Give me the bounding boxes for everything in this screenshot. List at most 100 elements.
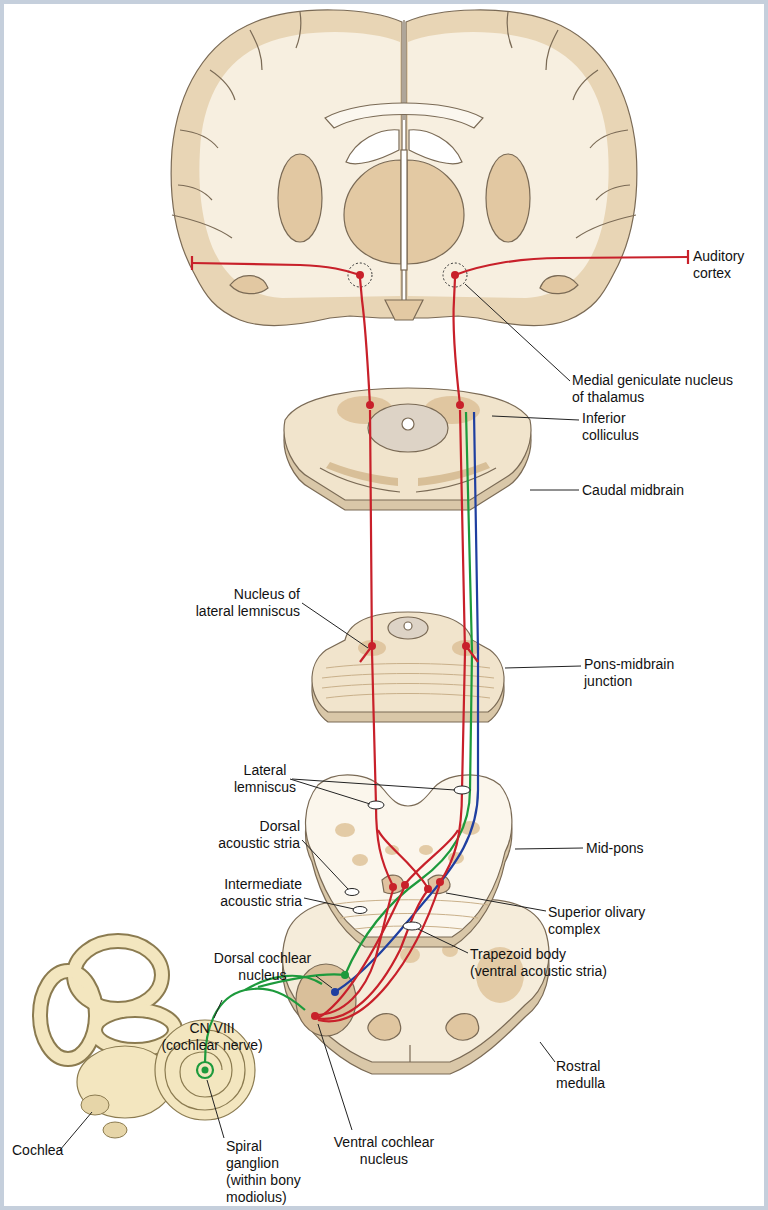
coronal-brain-section — [486, 154, 530, 242]
neuron-cell-body — [331, 988, 339, 996]
coronal-brain-section — [172, 215, 232, 238]
dorsal-stria-pathway — [335, 412, 478, 992]
structure-label: Superior olivary complex — [548, 904, 658, 938]
coronal-brain-section — [385, 300, 423, 320]
pons-midbrain-slice — [322, 664, 494, 699]
dorsal-stria-pathway — [335, 412, 478, 992]
structure-label: Dorsal cochlear nucleus — [210, 950, 315, 984]
mid-pons-slice — [352, 854, 368, 866]
coronal-brain-section — [278, 154, 322, 242]
coronal-brain-section — [346, 130, 399, 164]
leader-line — [304, 898, 354, 909]
neuron-cell-body — [311, 1012, 319, 1020]
auditory-nerve-pathway — [197, 412, 472, 1078]
neuron-cell-body — [436, 878, 444, 886]
caudal-midbrain-slice — [284, 388, 531, 500]
caudal-midbrain-slice — [402, 418, 414, 430]
structure-label: CN VIII (cochlear nerve) — [160, 1020, 264, 1054]
leader-line — [515, 848, 583, 849]
leader-line — [505, 666, 581, 668]
cochlea-illustration — [40, 941, 175, 1059]
structure-label: Intermediate acoustic stria — [210, 876, 302, 910]
leader-line — [302, 840, 348, 889]
leader-line — [60, 284, 583, 1150]
structure-label: Mid-pons — [586, 840, 676, 857]
neuron-cell-body — [202, 1067, 209, 1074]
caudal-midbrain-slice — [368, 404, 448, 452]
coronal-brain-section — [325, 103, 483, 128]
mid-pons-slice — [335, 823, 355, 837]
lemniscal-pathway — [192, 263, 360, 275]
lemniscal-pathway — [360, 278, 370, 405]
structure-label: Pons-midbrain junction — [584, 656, 684, 690]
lemniscal-pathway — [455, 257, 688, 275]
structure-label: Cochlea — [12, 1142, 72, 1159]
lemniscal-pathway — [440, 410, 465, 882]
pons-midbrain-slice — [312, 612, 504, 722]
coronal-brain-section — [540, 276, 578, 294]
neuron-cell-body — [456, 401, 464, 409]
neuron-cell-body — [462, 642, 470, 650]
structure-label: Nucleus of lateral lemniscus — [194, 586, 300, 620]
caudal-midbrain-slice — [418, 462, 490, 486]
structure-label: Medial geniculate nucleus of thalamus — [572, 372, 740, 406]
leader-line — [207, 1080, 224, 1138]
pons-midbrain-slice — [404, 622, 412, 630]
cochlea-illustration — [103, 1122, 127, 1138]
cochlea-illustration — [40, 971, 96, 1059]
lemniscal-pathway — [192, 250, 688, 270]
medial-geniculate-marker — [348, 263, 467, 287]
coronal-brain-section — [171, 10, 402, 326]
lemniscal-pathway — [360, 646, 478, 662]
leader-line — [492, 416, 579, 420]
coronal-brain-section — [344, 160, 401, 264]
tract-marker — [345, 889, 359, 896]
leader-line — [540, 1042, 555, 1062]
mid-pons-slice — [330, 900, 488, 929]
leader-line — [530, 490, 579, 491]
coronal-brain-section — [171, 10, 637, 326]
tract-marker — [353, 907, 367, 914]
lemniscal-pathway — [453, 278, 460, 405]
cochlea-illustration — [40, 941, 175, 1059]
leader-line — [316, 976, 332, 988]
caudal-midbrain-slice — [284, 388, 531, 510]
tract-marker — [368, 801, 384, 809]
auditory-nerve-pathway — [197, 1062, 213, 1078]
rostral-medulla-slice — [283, 898, 549, 1074]
leader-line — [446, 893, 546, 911]
neuron-cell-body — [451, 271, 459, 279]
neuron-cell-body — [389, 883, 397, 891]
neuron-cell-body — [202, 271, 471, 1074]
caudal-midbrain-slice — [326, 462, 398, 486]
coronal-brain-section — [407, 160, 464, 264]
coronal-brain-section — [401, 150, 407, 270]
structure-label: Spiral ganglion (within bony modiolus) — [226, 1138, 306, 1206]
coronal-brain-section — [199, 32, 400, 298]
mid-pons-slice — [382, 875, 404, 894]
structure-label: Inferior colliculus — [582, 410, 662, 444]
neuron-cell-body — [366, 401, 374, 409]
auditory-nerve-pathway — [345, 412, 472, 975]
cochlea-illustration — [81, 1095, 109, 1115]
lemniscal-pathway — [192, 250, 688, 1021]
pons-midbrain-slice — [312, 612, 504, 712]
structure-label: Trapezoid body (ventral acoustic stria) — [470, 946, 610, 980]
tract-marker — [454, 786, 470, 794]
leader-line — [465, 284, 570, 381]
leader-line — [292, 779, 455, 790]
structure-label: Caudal midbrain — [582, 482, 712, 499]
rostral-medulla-slice — [446, 1014, 479, 1040]
neuron-cell-body — [341, 971, 349, 979]
neuron-cell-body — [368, 642, 376, 650]
lemniscal-pathway — [405, 830, 458, 884]
leader-line — [60, 1112, 92, 1150]
leader-line — [318, 1024, 352, 1130]
structure-label: Lateral lemniscus — [230, 762, 300, 796]
neuron-cell-body — [401, 881, 409, 889]
coronal-brain-section — [409, 130, 462, 164]
rostral-medulla-slice — [409, 1045, 410, 1062]
